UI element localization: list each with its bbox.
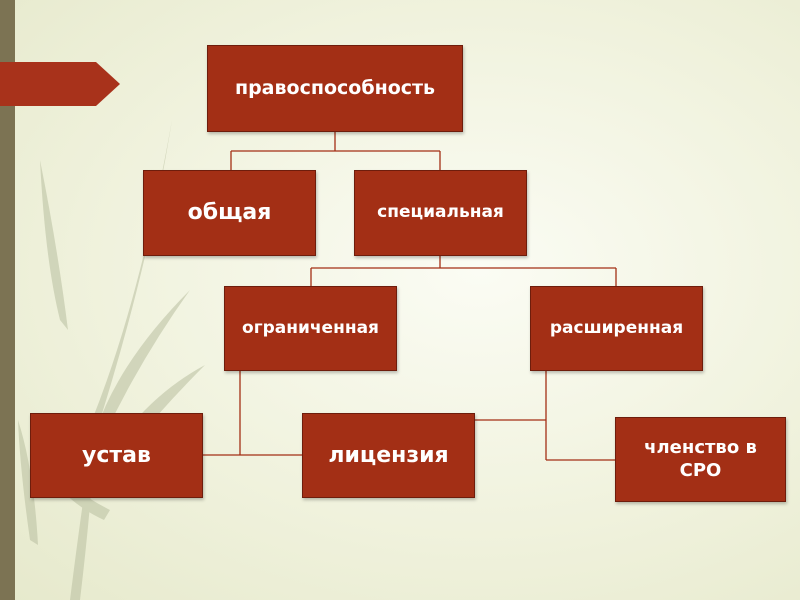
node-extended: расширенная: [530, 286, 703, 371]
node-legal-capacity: правоспособность: [207, 45, 463, 132]
left-accent-bar: [0, 0, 15, 600]
node-sro-membership: членство в СРО: [615, 417, 786, 502]
node-charter: устав: [30, 413, 203, 498]
node-general: общая: [143, 170, 316, 256]
arrow-tab-decoration: [0, 62, 120, 106]
node-limited: ограниченная: [224, 286, 397, 371]
node-special: специальная: [354, 170, 527, 256]
node-license: лицензия: [302, 413, 475, 498]
